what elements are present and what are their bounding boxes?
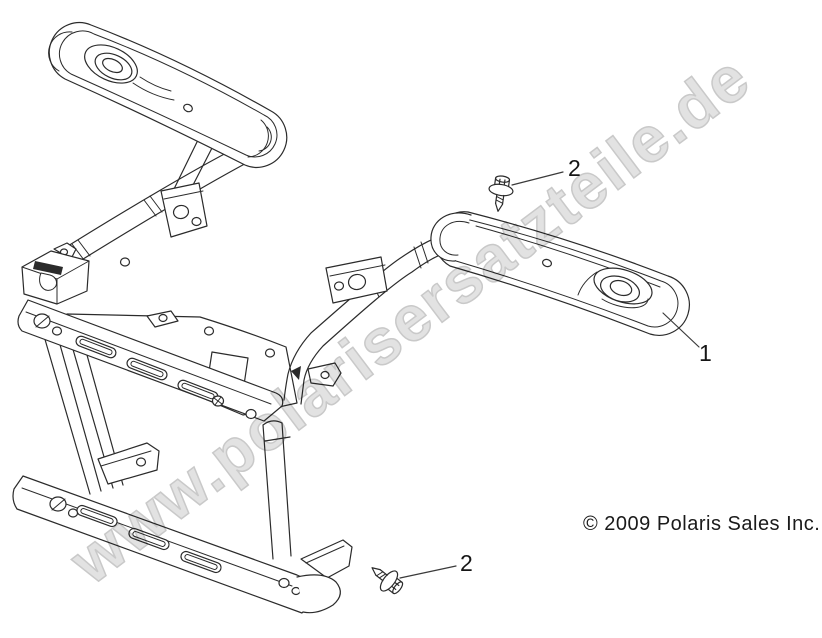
mount-tab-left <box>160 182 208 238</box>
screw-fastener-bottom <box>364 557 409 600</box>
mount-bracket-left <box>21 242 131 305</box>
seat-frame-base <box>12 299 353 614</box>
callout-label-2-top: 2 <box>568 155 581 181</box>
screw-fastener-top <box>485 173 516 214</box>
mount-tab-right <box>325 256 388 304</box>
leader-line-callout-2-bottom <box>399 565 457 579</box>
leader-line-callout-2-top <box>511 171 564 186</box>
leader-line-callout-1 <box>662 312 700 348</box>
callout-label-1: 1 <box>699 340 712 366</box>
leader-lines <box>399 171 700 579</box>
callout-label-2-bottom: 2 <box>460 550 473 576</box>
frame-corner-foot <box>300 539 353 579</box>
frame-left-posts <box>43 333 124 495</box>
copyright-text: © 2009 Polaris Sales Inc. <box>583 513 821 535</box>
frame-right-post <box>262 420 292 560</box>
frame-mid-bracket <box>97 442 160 485</box>
frame-top-rail <box>17 299 284 422</box>
crossbar-tube-left <box>43 141 255 277</box>
armrest-pad-right <box>430 211 690 336</box>
armrest-pad-left <box>48 22 288 168</box>
